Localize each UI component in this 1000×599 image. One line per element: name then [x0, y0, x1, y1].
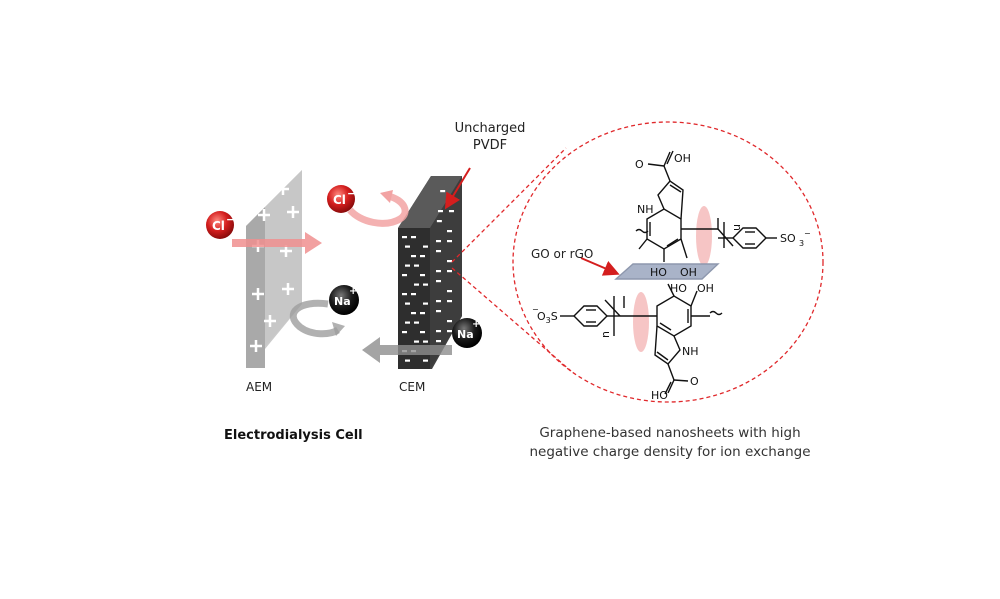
- sodium-ion-right: Na +: [452, 318, 482, 348]
- chem-n-top: n: [731, 224, 744, 231]
- cem-dash-side: [447, 320, 452, 323]
- cem-dash-front: [402, 274, 407, 277]
- cem-dash-front: [423, 340, 428, 343]
- cem-dash-front: [414, 340, 419, 343]
- chem-so3-charge-top: −: [804, 229, 811, 238]
- cem-dash-side: [436, 300, 441, 303]
- ion-symbol: Na: [334, 295, 351, 308]
- chloride-transport-arrow: [232, 232, 322, 254]
- ion-symbol: Na: [457, 328, 474, 341]
- cem-dash-front: [420, 274, 425, 277]
- cem-dash-front: [420, 255, 425, 258]
- chemistry-labels: OH O NH HO OH n SO 3 − HO OH n − O3S NH …: [532, 152, 811, 402]
- chem-so3-charge-bottom: −: [532, 305, 539, 314]
- aem-membrane: [246, 170, 302, 368]
- ion-charge: −: [226, 213, 235, 226]
- cem-dash-side: [436, 310, 441, 313]
- cem-dash-front: [405, 302, 410, 305]
- pvdf-pointer-arrow: [444, 167, 471, 210]
- cem-negative-charges: [402, 190, 456, 362]
- cem-dash-side: [437, 210, 443, 213]
- cem-membrane: [398, 176, 462, 369]
- chem-nh-top: NH: [637, 203, 654, 216]
- cem-dash-side: [447, 300, 452, 303]
- chem-so3-top: SO: [780, 232, 796, 245]
- cem-dash-side: [447, 270, 452, 273]
- chem-o-top: O: [635, 158, 644, 171]
- chemical-structure: [560, 150, 777, 395]
- cem-dash-side: [436, 340, 441, 343]
- go-label: GO or rGO: [531, 247, 594, 261]
- cem-dash-side: [447, 330, 452, 333]
- cem-dash-front: [411, 293, 416, 296]
- cem-dash-front: [402, 236, 407, 239]
- cem-dash-front: [411, 255, 416, 258]
- chem-nh-bottom: NH: [682, 345, 699, 358]
- chloride-ion-left: Cl −: [206, 211, 235, 239]
- cem-dash-side: [447, 260, 452, 263]
- sodium-transport-arrow: [362, 337, 452, 363]
- pvdf-label-line1: Uncharged: [454, 121, 526, 136]
- chem-ho-bottom: HO: [670, 282, 687, 295]
- chem-o-bottom: O: [690, 375, 699, 388]
- chloride-ion-top: Cl −: [327, 185, 356, 213]
- cem-dash-front: [402, 293, 407, 296]
- ion-charge: +: [349, 286, 357, 297]
- cem-dash-front: [414, 321, 419, 324]
- chem-n-bottom: n: [599, 331, 612, 338]
- chem-oh-bottom: OH: [697, 282, 714, 295]
- chem-ho-top: HO: [650, 266, 667, 279]
- cem-dash-front: [411, 236, 416, 239]
- ion-charge: +: [472, 319, 480, 330]
- cem-dash-front: [405, 264, 410, 267]
- cem-dash-side: [447, 240, 452, 243]
- cem-label: CEM: [399, 380, 426, 394]
- cem-dash-side: [436, 240, 441, 243]
- pvdf-label-line2: PVDF: [472, 138, 508, 153]
- cem-dash-front: [405, 245, 410, 248]
- sodium-rejection-arrow: [289, 299, 340, 338]
- cem-dash-side: [436, 220, 442, 223]
- chloride-rejection-arrow: [347, 192, 409, 227]
- caption-text: Graphene-based nanosheets with high nega…: [529, 425, 811, 460]
- pvdf-label: Uncharged PVDF: [440, 120, 540, 154]
- chem-oh-mid: OH: [680, 266, 697, 279]
- cem-dash-front: [405, 321, 410, 324]
- cem-dash-front: [420, 312, 425, 315]
- ion-symbol: Cl: [333, 193, 346, 207]
- cem-dash-front: [405, 359, 410, 362]
- cem-dash-front: [423, 302, 428, 305]
- cem-dash-side: [436, 270, 441, 273]
- cem-dash-side: [436, 280, 441, 283]
- cem-dash-side: [436, 250, 441, 253]
- cem-dash-side: [447, 230, 452, 233]
- cem-dash-side: [440, 190, 446, 193]
- cem-dash-front: [423, 283, 428, 286]
- cem-dash-front: [414, 264, 419, 267]
- ion-charge: −: [347, 187, 356, 200]
- chem-oh-top: OH: [674, 152, 691, 165]
- cem-dash-front: [402, 331, 407, 334]
- chem-ho-lower: HO: [651, 389, 668, 402]
- cem-dash-front: [411, 312, 416, 315]
- chem-o3s-bottom: O3S: [537, 310, 558, 325]
- sodium-ion-middle: Na +: [329, 285, 359, 315]
- cem-dash-side: [448, 210, 454, 213]
- cell-title: Electrodialysis Cell: [224, 428, 363, 443]
- ion-symbol: Cl: [212, 219, 225, 233]
- cem-dash-side: [436, 330, 441, 333]
- zoom-callout: [451, 121, 824, 403]
- cem-dash-front: [414, 283, 419, 286]
- cem-dash-side: [447, 290, 452, 293]
- aem-label: AEM: [246, 380, 273, 394]
- chem-so3-sub-top: 3: [799, 239, 804, 248]
- cem-dash-front: [423, 359, 428, 362]
- cem-dash-front: [420, 331, 425, 334]
- cem-dash-front: [423, 245, 428, 248]
- graphene-sheet: [614, 263, 720, 280]
